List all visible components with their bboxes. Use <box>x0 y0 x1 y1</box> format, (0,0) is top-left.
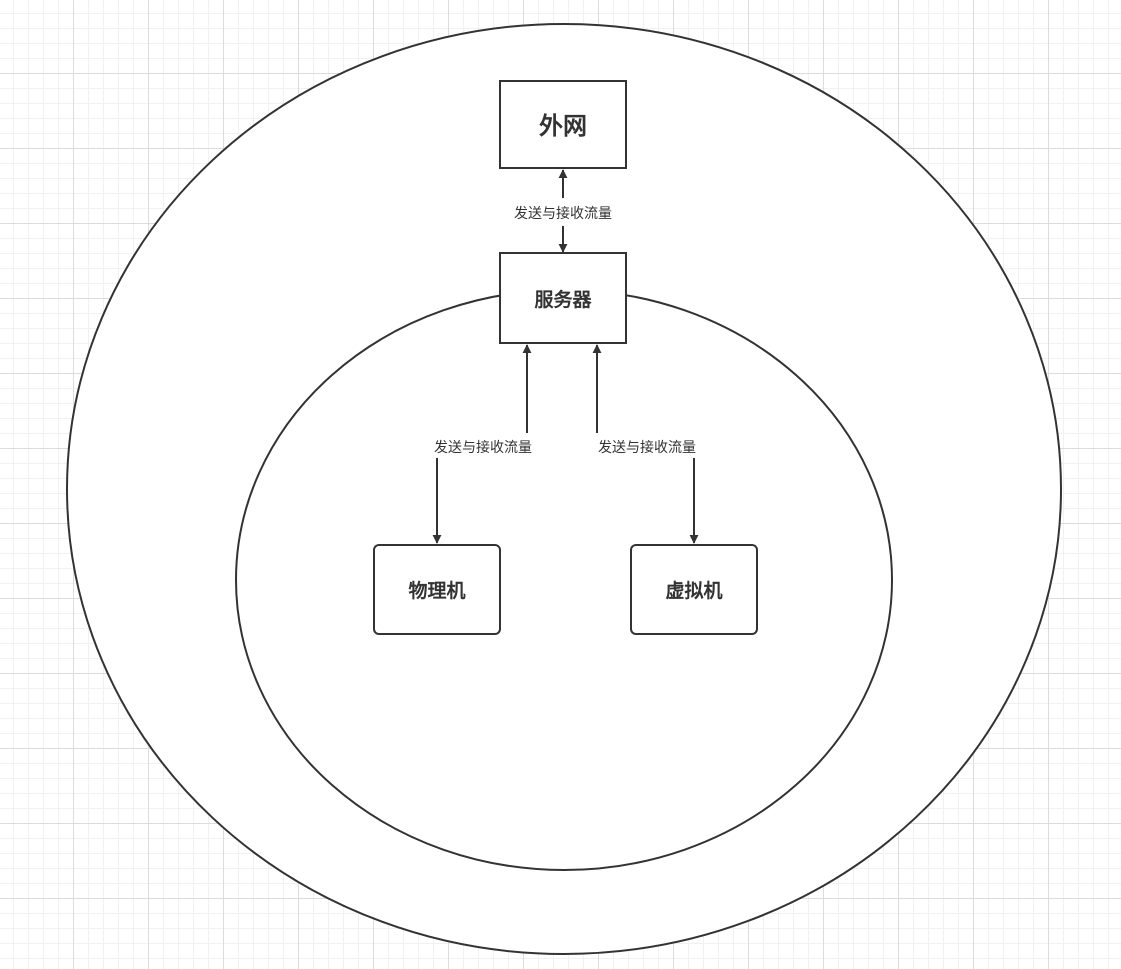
inner-zone-ellipse <box>235 289 893 871</box>
node-label-virtual-machine: 虚拟机 <box>665 579 722 602</box>
node-label-internet: 外网 <box>539 112 587 140</box>
edge-label-internet-server: 发送与接收流量 <box>514 205 612 222</box>
node-virtual-machine[interactable]: 虚拟机 <box>630 544 758 635</box>
edge-label-server-physical: 发送与接收流量 <box>434 439 532 456</box>
node-server[interactable]: 服务器 <box>499 252 627 344</box>
node-label-physical-machine: 物理机 <box>408 579 465 602</box>
node-physical-machine[interactable]: 物理机 <box>373 544 501 635</box>
node-label-server: 服务器 <box>534 288 592 311</box>
edge-server-physical: 发送与接收流量 <box>432 344 532 544</box>
node-internet[interactable]: 外网 <box>499 80 627 169</box>
edge-internet-server: 发送与接收流量 <box>514 169 612 253</box>
edge-label-server-virtual: 发送与接收流量 <box>598 439 696 456</box>
edge-server-virtual: 发送与接收流量 <box>592 344 699 544</box>
